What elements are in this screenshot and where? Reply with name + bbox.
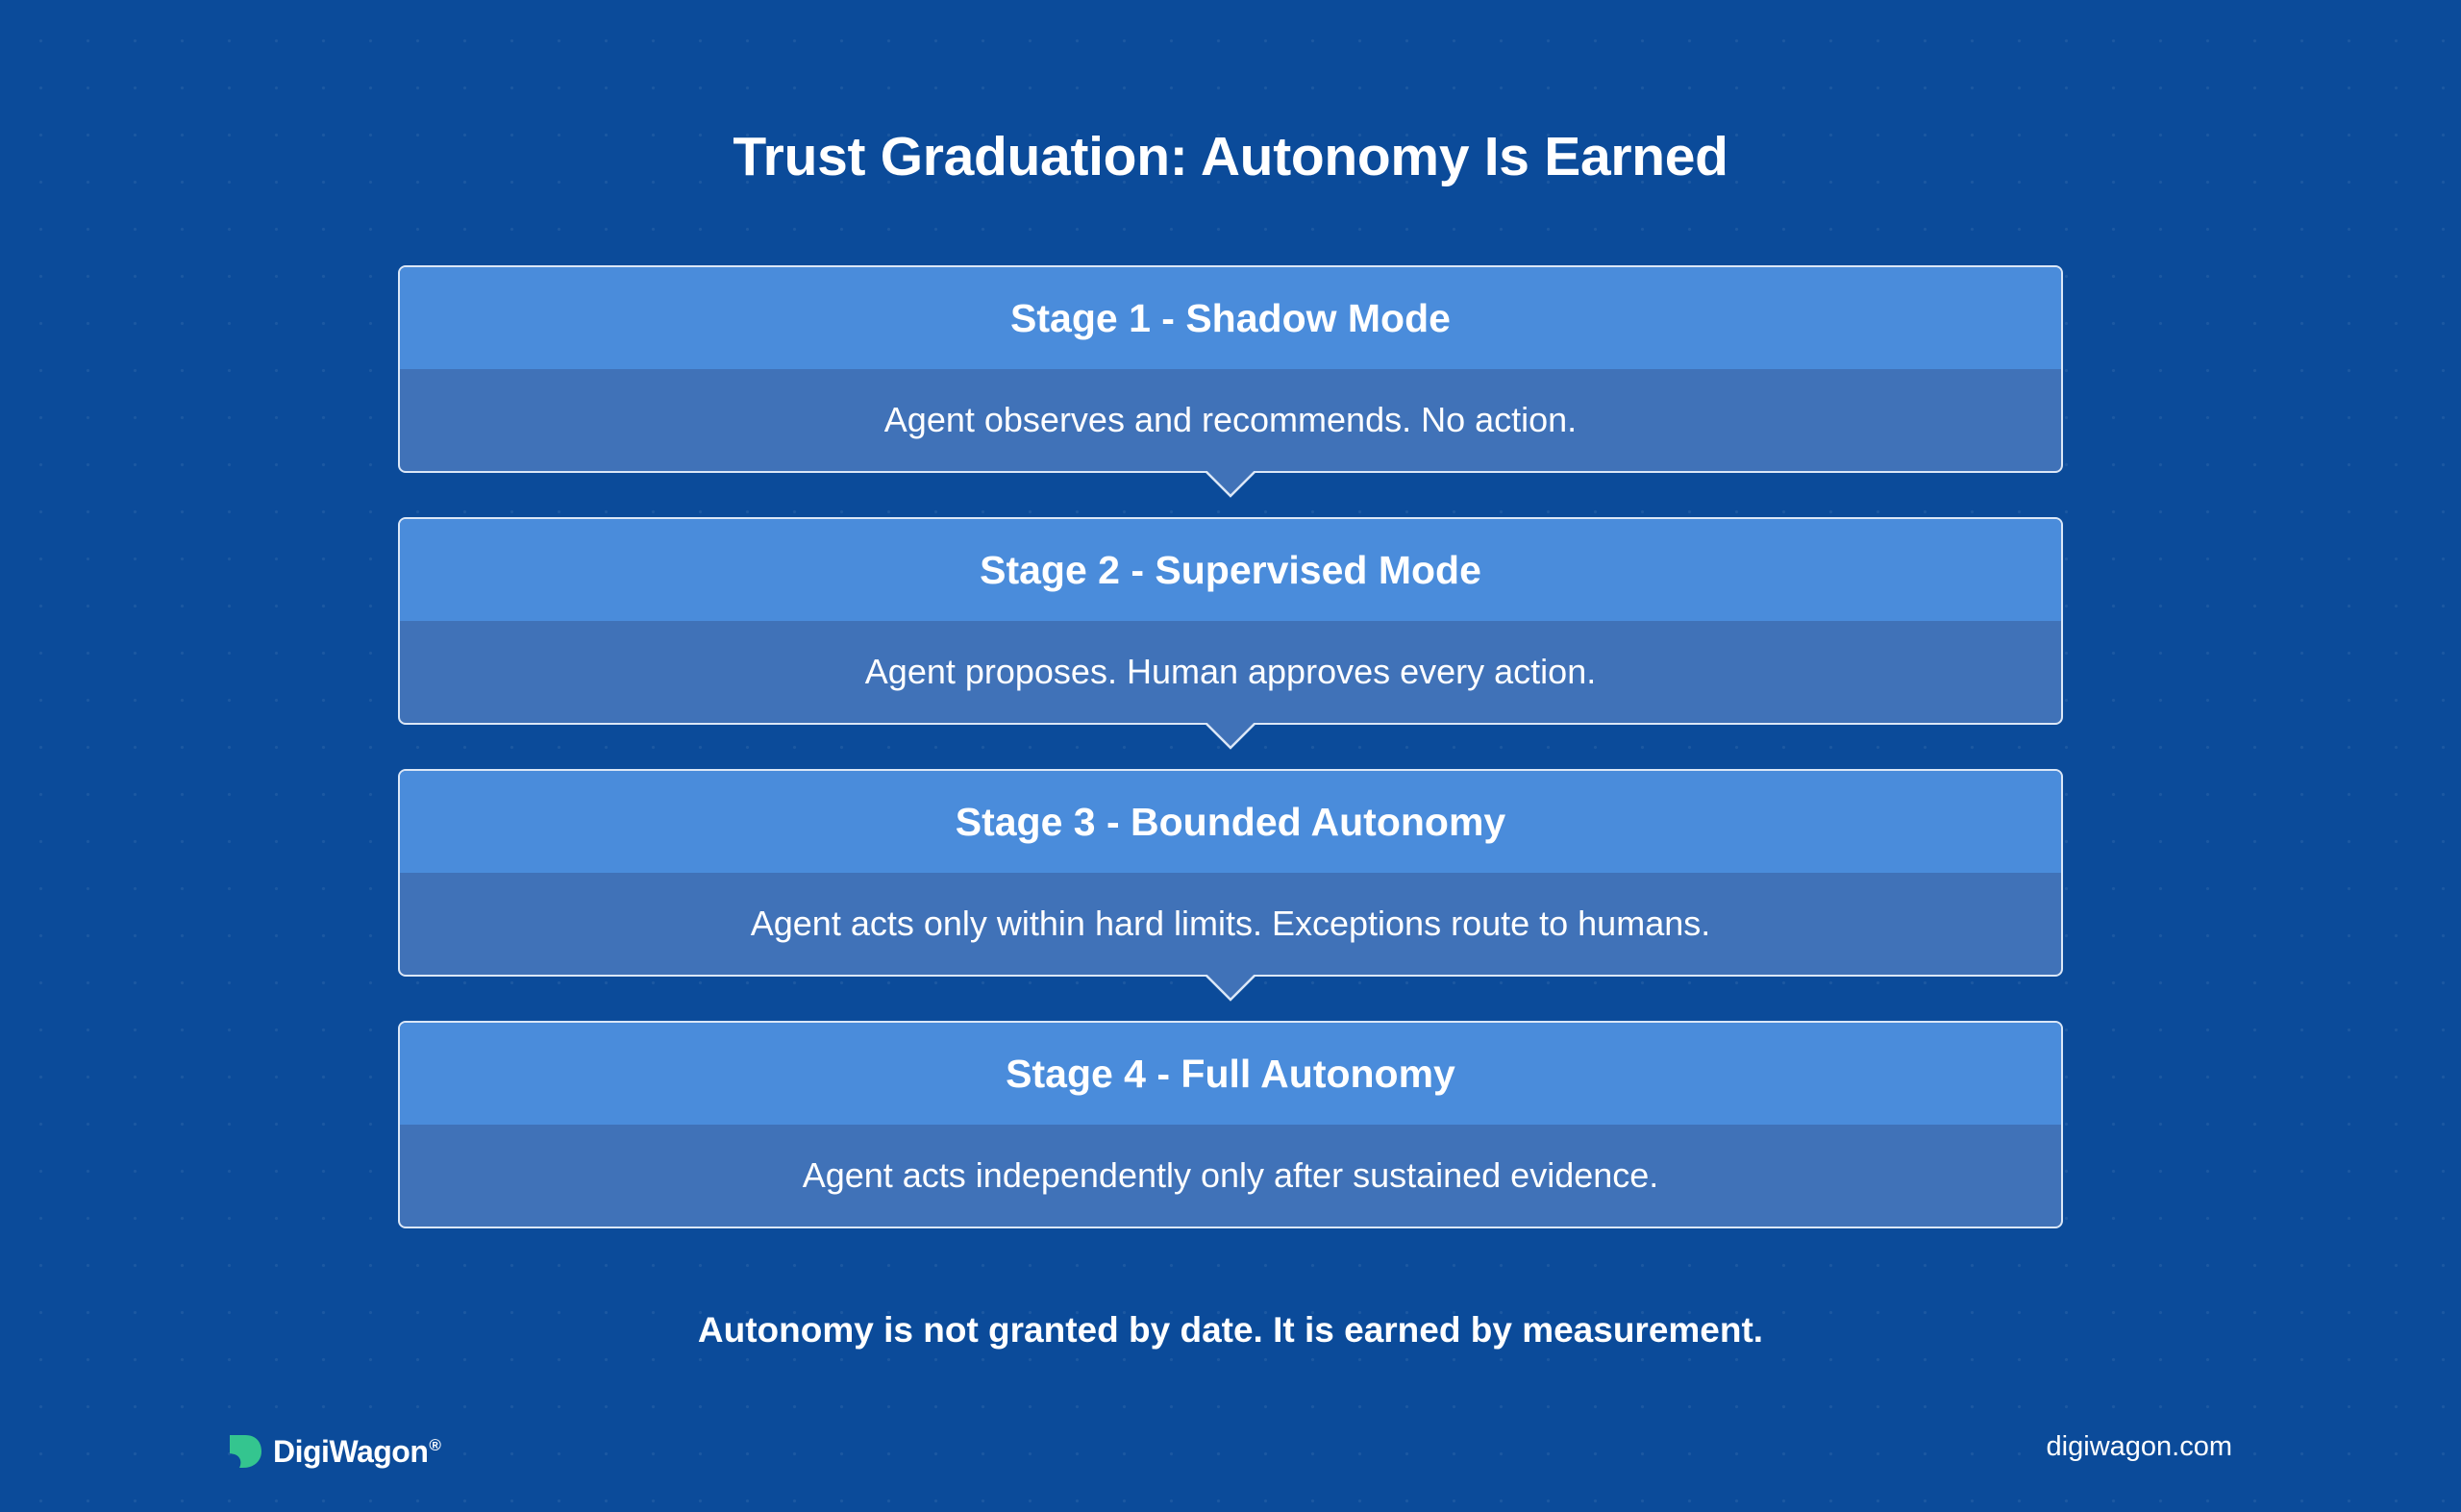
stage-description: Agent observes and recommends. No action… [883,400,1578,439]
stage-card-3: Stage 3 - Bounded Autonomy Agent acts on… [398,769,2063,1002]
site-url-link[interactable]: digiwagon.com [2046,1431,2232,1462]
chevron-down-icon [1205,971,1256,1002]
stage-description: Agent proposes. Human approves every act… [864,652,1597,691]
brand-name: DigiWagon® [273,1433,441,1469]
tagline: Autonomy is not granted by date. It is e… [697,1310,1764,1350]
stage-title: Stage 4 - Full Autonomy [400,1023,2061,1125]
stage-description: Agent acts independently only after sust… [802,1155,1659,1195]
page-title: Trust Graduation: Autonomy Is Earned [733,126,1728,187]
stage-card-1: Stage 1 - Shadow Mode Agent observes and… [398,265,2063,498]
stage-title: Stage 1 - Shadow Mode [400,267,2061,369]
stage-card-4: Stage 4 - Full Autonomy Agent acts indep… [398,1021,2063,1228]
brand-logo[interactable]: DigiWagon® [227,1430,441,1473]
chevron-down-icon [1205,719,1256,750]
stage-description: Agent acts only within hard limits. Exce… [750,904,1711,943]
stage-title: Stage 3 - Bounded Autonomy [400,771,2061,873]
stage-title: Stage 2 - Supervised Mode [400,519,2061,621]
stage-flow: Stage 1 - Shadow Mode Agent observes and… [398,265,2063,1228]
chevron-down-icon [1205,467,1256,498]
digiwagon-leaf-icon [230,1435,261,1468]
stage-card-2: Stage 2 - Supervised Mode Agent proposes… [398,517,2063,750]
